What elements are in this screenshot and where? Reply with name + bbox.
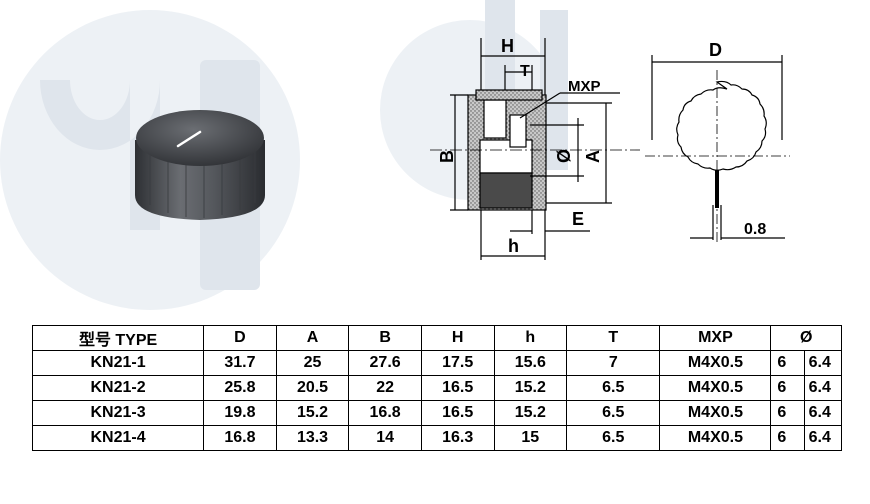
cell-b: 16.8 bbox=[348, 400, 422, 426]
cell-a: 20.5 bbox=[275, 375, 350, 401]
cell-h-lower: 15.2 bbox=[493, 375, 568, 401]
cell-d: 16.8 bbox=[203, 425, 277, 451]
cell-mxp: M4X0.5 bbox=[659, 375, 772, 401]
cell-b: 22 bbox=[348, 375, 422, 401]
cell-mxp: M4X0.5 bbox=[659, 425, 772, 451]
cell-t: 6.5 bbox=[566, 400, 661, 426]
header-phi: Ø bbox=[770, 325, 842, 351]
cell-type: KN21-2 bbox=[31, 375, 205, 401]
cell-h-lower: 15 bbox=[493, 425, 568, 451]
label-0-8: 0.8 bbox=[744, 221, 766, 238]
table-row: KN21-4 16.8 13.3 14 16.3 15 6.5 M4X0.5 6… bbox=[31, 425, 843, 451]
knob-photo bbox=[135, 110, 265, 220]
cell-h-lower: 15.2 bbox=[493, 400, 568, 426]
cell-h-lower: 15.6 bbox=[493, 350, 568, 376]
header-type: 型号 TYPE bbox=[31, 325, 205, 351]
cell-b: 14 bbox=[348, 425, 422, 451]
label-A: A bbox=[583, 150, 603, 163]
table-header-row: 型号 TYPE D A B H h T MXP Ø bbox=[31, 325, 842, 351]
table-row: KN21-2 25.8 20.5 22 16.5 15.2 6.5 M4X0.5… bbox=[31, 375, 843, 401]
header-b: B bbox=[348, 325, 422, 351]
cell-t: 7 bbox=[566, 350, 661, 376]
cell-d: 25.8 bbox=[203, 375, 277, 401]
cell-mxp: M4X0.5 bbox=[659, 400, 772, 426]
cell-phi-2: 6.4 bbox=[803, 425, 843, 451]
table-row: KN21-3 19.8 15.2 16.8 16.5 15.2 6.5 M4X0… bbox=[31, 400, 843, 426]
cell-d: 19.8 bbox=[203, 400, 277, 426]
cell-type: KN21-1 bbox=[31, 350, 205, 376]
cell-phi-1: 6 bbox=[770, 425, 805, 451]
cell-phi-1: 6 bbox=[770, 400, 805, 426]
cell-phi-1: 6 bbox=[770, 350, 805, 376]
cross-section-drawing bbox=[430, 38, 640, 260]
label-h: h bbox=[508, 236, 519, 256]
cell-phi-1: 6 bbox=[770, 375, 805, 401]
cell-h-upper: 16.5 bbox=[420, 375, 495, 401]
label-B: B bbox=[437, 150, 457, 163]
label-E: E bbox=[572, 209, 584, 229]
cell-mxp: M4X0.5 bbox=[659, 350, 772, 376]
header-a: A bbox=[275, 325, 350, 351]
cell-phi-2: 6.4 bbox=[803, 400, 843, 426]
label-D: D bbox=[709, 40, 722, 60]
label-MXP: MXP bbox=[568, 78, 601, 95]
cell-phi-2: 6.4 bbox=[803, 350, 843, 376]
header-mxp: MXP bbox=[659, 325, 772, 351]
cell-a: 25 bbox=[275, 350, 350, 376]
cell-type: KN21-3 bbox=[31, 400, 205, 426]
cell-h-upper: 17.5 bbox=[420, 350, 495, 376]
cell-b: 27.6 bbox=[348, 350, 422, 376]
cell-phi-2: 6.4 bbox=[803, 375, 843, 401]
label-phi: Ø bbox=[554, 149, 574, 163]
header-h-lower: h bbox=[493, 325, 568, 351]
cell-h-upper: 16.5 bbox=[420, 400, 495, 426]
cell-h-upper: 16.3 bbox=[420, 425, 495, 451]
header-d: D bbox=[203, 325, 277, 351]
cell-d: 31.7 bbox=[203, 350, 277, 376]
cell-a: 13.3 bbox=[275, 425, 350, 451]
header-t: T bbox=[566, 325, 661, 351]
table-row: KN21-1 31.7 25 27.6 17.5 15.6 7 M4X0.5 6… bbox=[31, 350, 843, 376]
label-H: H bbox=[501, 36, 514, 56]
cell-type: KN21-4 bbox=[31, 425, 205, 451]
spec-table: 型号 TYPE D A B H h T MXP Ø KN21-1 31.7 25… bbox=[31, 325, 843, 451]
cell-t: 6.5 bbox=[566, 425, 661, 451]
cell-t: 6.5 bbox=[566, 375, 661, 401]
cell-a: 15.2 bbox=[275, 400, 350, 426]
label-T: T bbox=[520, 63, 530, 80]
top-view-drawing bbox=[645, 55, 790, 245]
header-h-upper: H bbox=[420, 325, 495, 351]
